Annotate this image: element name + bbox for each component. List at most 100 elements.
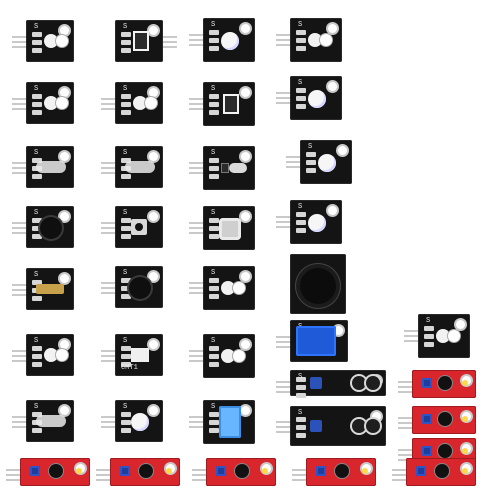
mounting-hole-icon — [60, 406, 69, 415]
header-pin — [398, 459, 412, 462]
solder-pad — [296, 212, 306, 217]
header-pins — [12, 159, 26, 176]
header-pins — [189, 95, 203, 113]
solder-pad — [296, 425, 306, 430]
header-pin — [404, 335, 418, 338]
solder-pads — [209, 218, 219, 239]
mounting-hole-icon — [149, 88, 158, 97]
header-pin — [101, 102, 115, 105]
header-pins — [101, 279, 115, 296]
header-pins — [189, 347, 203, 365]
sensor-module-34 — [6, 458, 90, 486]
header-pin — [276, 385, 290, 388]
led-dome-icon — [221, 32, 239, 50]
silkscreen-s-label: S — [211, 21, 216, 29]
solder-pad — [296, 385, 306, 390]
solder-pad — [121, 278, 131, 283]
silkscreen-s-label: S — [123, 149, 128, 157]
header-pin — [101, 415, 115, 418]
header-pin — [12, 420, 26, 423]
buzzer-icon — [40, 217, 62, 239]
header-pin — [189, 172, 203, 175]
header-pins — [163, 33, 177, 50]
solder-pad — [209, 346, 219, 351]
sensor-module-8: S — [276, 76, 342, 120]
sensor-module-27: S — [101, 400, 163, 442]
solder-pads — [209, 278, 219, 299]
solder-pad — [121, 94, 131, 99]
header-pin — [189, 222, 203, 225]
emitter-icon — [366, 376, 380, 390]
solder-pad — [209, 428, 219, 433]
header-pin — [163, 45, 177, 48]
solder-pad — [32, 428, 42, 433]
silkscreen-s-label: S — [298, 409, 303, 417]
sensor-module-17: S — [12, 268, 74, 310]
sensor-module-28: S — [189, 400, 255, 444]
solder-pad — [209, 354, 219, 359]
header-pin — [189, 167, 203, 170]
sensor-module-38 — [392, 458, 476, 486]
header-pin — [163, 40, 177, 43]
potentiometer-icon — [120, 466, 130, 476]
header-pin — [292, 469, 306, 472]
sensor-circle-icon — [308, 33, 322, 47]
silkscreen-s-label: S — [211, 209, 216, 217]
header-pin — [189, 44, 203, 47]
solder-pads — [121, 278, 131, 299]
header-pin — [398, 454, 412, 457]
header-pins — [101, 95, 115, 112]
header-pin — [12, 415, 26, 418]
silkscreen-s-label: S — [308, 143, 313, 151]
header-pins — [189, 413, 203, 431]
silkscreen-s-label: S — [426, 317, 431, 325]
header-pins — [392, 466, 406, 482]
header-pins — [12, 413, 26, 430]
header-pin — [101, 354, 115, 357]
header-pins — [276, 89, 290, 107]
header-pin — [101, 425, 115, 428]
mounting-hole-icon — [328, 24, 337, 33]
sensor-circle-icon — [448, 330, 460, 342]
status-led-icon — [462, 468, 468, 474]
silkscreen-s-label: S — [211, 337, 216, 345]
header-pin — [276, 44, 290, 47]
header-pin — [276, 226, 290, 229]
potentiometer-icon — [316, 466, 326, 476]
header-pin — [398, 386, 412, 389]
blue-pot-icon — [310, 377, 322, 389]
sensor-circle-icon — [320, 34, 332, 46]
sensor-module-36 — [192, 458, 276, 486]
mounting-hole-icon — [149, 26, 158, 35]
mounting-hole-icon — [149, 406, 158, 415]
solder-pad — [32, 40, 42, 45]
header-pins — [12, 281, 26, 298]
header-pins — [189, 219, 203, 237]
header-pins — [398, 414, 412, 430]
header-pin — [189, 232, 203, 235]
dht-sensor-icon — [219, 406, 241, 438]
solder-pads — [209, 94, 219, 115]
solder-pad — [121, 102, 131, 107]
solder-pad — [32, 346, 42, 351]
solder-pad — [32, 412, 42, 417]
solder-pad — [209, 102, 219, 107]
potentiometer-icon — [422, 446, 432, 456]
header-pin — [398, 417, 412, 420]
header-pins — [101, 347, 115, 364]
rotary-encoder-icon — [219, 218, 241, 240]
header-pin — [192, 474, 206, 477]
header-pin — [404, 340, 418, 343]
silkscreen-s-label: S — [123, 85, 128, 93]
solder-pad — [32, 362, 42, 367]
sensor-module-12: S — [286, 140, 352, 184]
sensor-circle-icon — [233, 350, 245, 362]
solder-pad — [209, 278, 219, 283]
header-pin — [12, 107, 26, 110]
silkscreen-s-label: S — [298, 21, 303, 29]
header-pin — [276, 340, 290, 343]
sensor-module-23: S — [189, 334, 255, 378]
potentiometer-icon — [216, 466, 226, 476]
solder-pad — [209, 286, 219, 291]
silkscreen-s-label: S — [123, 403, 128, 411]
